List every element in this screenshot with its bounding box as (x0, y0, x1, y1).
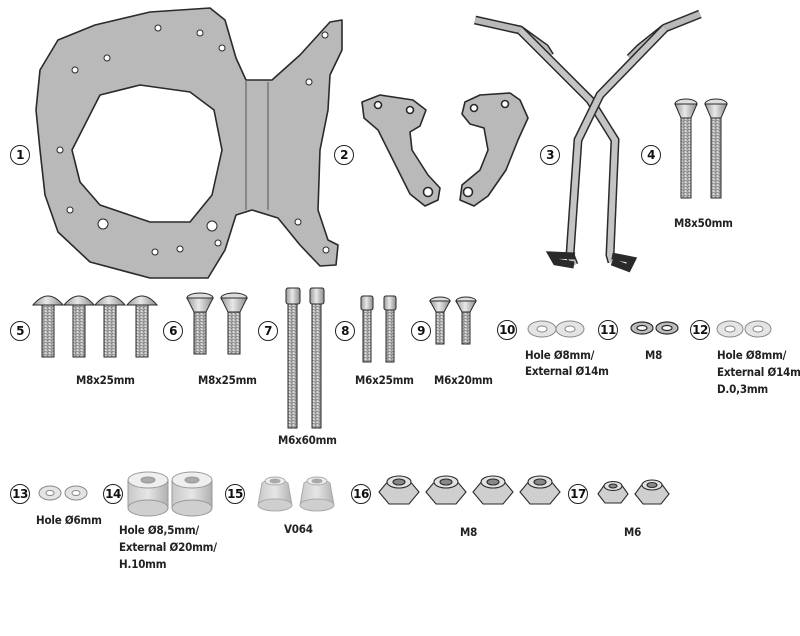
part-label-15: V064 (284, 522, 313, 536)
part-number-17: 17 (568, 484, 588, 504)
nuts-m6 (597, 479, 670, 505)
bolts-m6x25 (360, 295, 397, 363)
y-support-rods (474, 9, 702, 273)
part-label-10-line-2: External Ø14m (525, 364, 609, 378)
part-number-5: 5 (10, 321, 30, 341)
part-label-14-line-1: Hole Ø8,5mm/ (119, 523, 199, 537)
washers-10 (527, 320, 585, 338)
part-label-17: M6 (624, 525, 642, 539)
part-number-2: 2 (334, 145, 354, 165)
part-number-16: 16 (351, 484, 371, 504)
part-label-8: M6x25mm (355, 373, 414, 387)
part-label-14-line-2: External Ø20mm/ (119, 540, 217, 554)
part-label-12-line-1: Hole Ø8mm/ (717, 348, 787, 362)
bolts-m6x20 (429, 296, 477, 345)
part-label-12-line-3: D.0,3mm (717, 382, 769, 396)
part-number-9: 9 (411, 321, 431, 341)
part-number-10: 10 (497, 320, 517, 340)
part-label-6: M8x25mm (198, 373, 257, 387)
part-number-15: 15 (225, 484, 245, 504)
part-label-13: Hole Ø6mm (36, 513, 102, 527)
bolts-m8x25-countersunk (186, 292, 248, 355)
bolts-m8x25-button (31, 295, 159, 358)
bolts-m8x50 (674, 98, 728, 199)
part-number-14: 14 (103, 484, 123, 504)
part-number-11: 11 (598, 320, 618, 340)
part-label-4: M8x50mm (674, 216, 733, 230)
spacers-v064 (257, 476, 335, 512)
part-number-13: 13 (10, 484, 30, 504)
part-label-5: M8x25mm (76, 373, 135, 387)
part-number-3: 3 (540, 145, 560, 165)
part-label-16: M8 (460, 525, 478, 539)
spring-washers (630, 321, 679, 335)
spacers-14 (127, 471, 213, 517)
part-number-6: 6 (163, 321, 183, 341)
part-number-7: 7 (258, 321, 278, 341)
part-label-14-line-3: H.10mm (119, 557, 167, 571)
washers-13 (38, 485, 88, 501)
part-number-4: 4 (641, 145, 661, 165)
bolts-m6x60 (285, 287, 325, 429)
mounting-plate (35, 7, 343, 279)
part-label-10-line-1: Hole Ø8mm/ (525, 348, 595, 362)
part-label-11: M8 (645, 348, 663, 362)
part-label-9: M6x20mm (434, 373, 493, 387)
part-label-12-line-2: External Ø14m/ (717, 365, 800, 379)
part-number-8: 8 (335, 321, 355, 341)
part-number-12: 12 (690, 320, 710, 340)
part-number-1: 1 (10, 145, 30, 165)
washers-12 (716, 320, 772, 338)
part-label-7: M6x60mm (278, 433, 337, 447)
nuts-m8 (378, 475, 561, 505)
bracket-pair (361, 92, 529, 207)
